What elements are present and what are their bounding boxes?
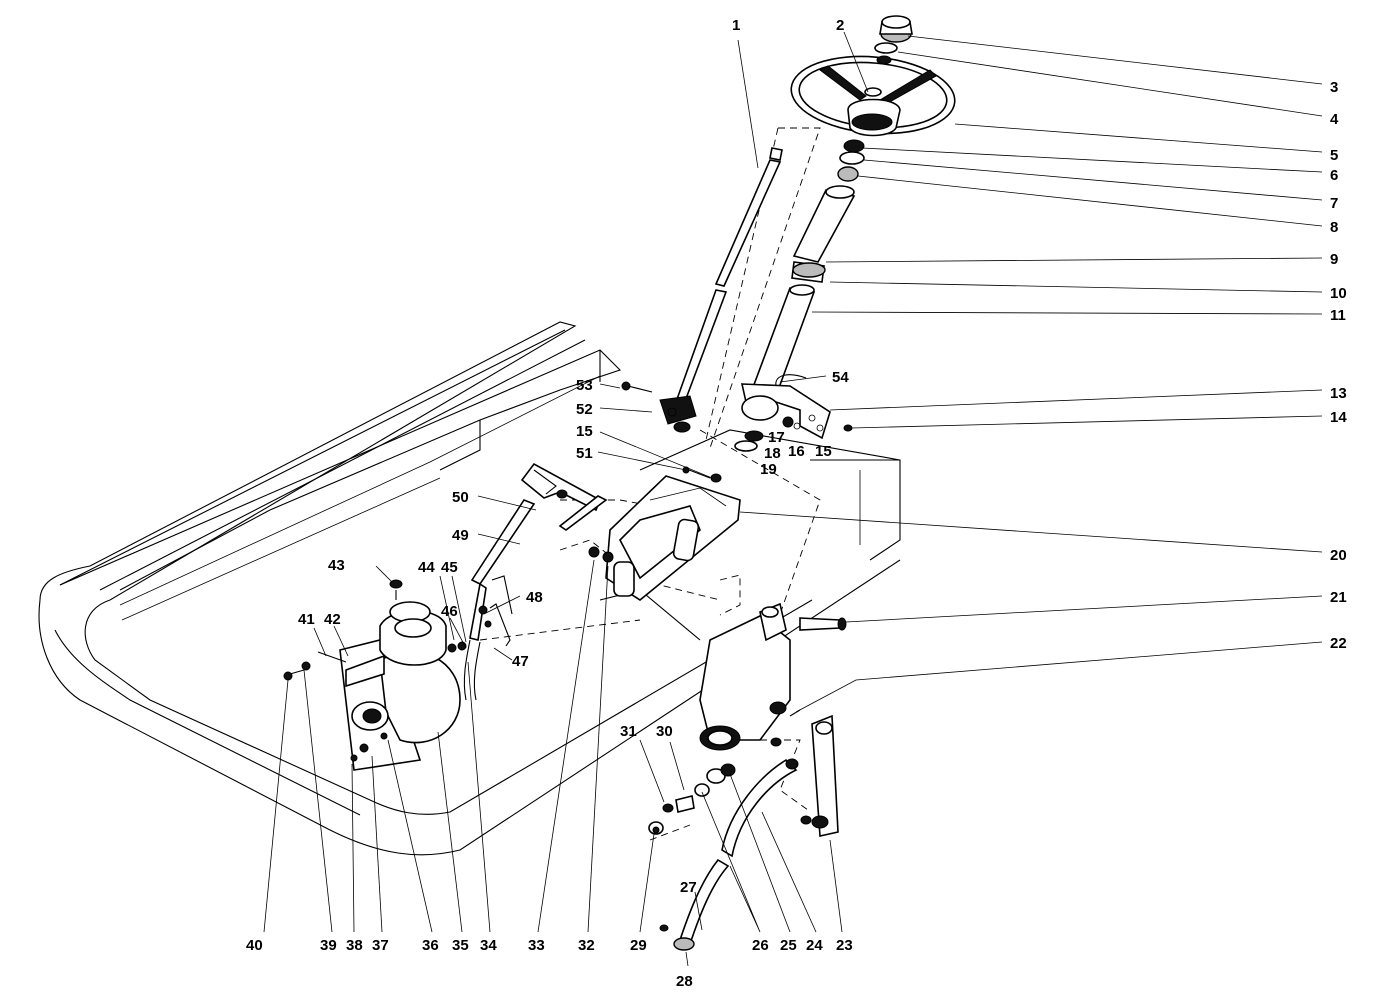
bearing-parts	[837, 139, 865, 182]
pitman-arm	[811, 714, 839, 837]
callout-25: 25	[780, 937, 797, 954]
callout-49: 49	[452, 527, 469, 544]
callout-43: 43	[328, 557, 345, 574]
callout-42: 42	[324, 611, 341, 628]
callout-3: 3	[1330, 79, 1338, 96]
callout-29: 29	[630, 937, 647, 954]
steering-shaft	[659, 147, 783, 433]
callout-7: 7	[1330, 195, 1338, 212]
callout-50: 50	[452, 489, 469, 506]
callout-35: 35	[452, 937, 469, 954]
callout-26: 26	[752, 937, 769, 954]
callout-21: 21	[1330, 589, 1347, 606]
callout-2: 2	[836, 17, 844, 34]
callout-40: 40	[246, 937, 263, 954]
callout-46: 46	[441, 603, 458, 620]
power-steering-pump	[283, 579, 467, 771]
callout-39: 39	[320, 937, 337, 954]
pedal-bracket	[588, 466, 741, 601]
pressure-hose	[648, 737, 812, 951]
callout-24: 24	[806, 937, 823, 954]
callout-47: 47	[512, 653, 529, 670]
callout-18: 18	[764, 445, 781, 462]
callout-36: 36	[422, 937, 439, 954]
callout-52: 52	[576, 401, 593, 418]
callout-4: 4	[1330, 111, 1339, 128]
callout-8: 8	[1330, 219, 1338, 236]
column-upper-tube	[750, 185, 856, 397]
callout-14: 14	[1330, 409, 1347, 426]
callout-38: 38	[346, 937, 363, 954]
callout-15a: 15	[815, 443, 832, 460]
callout-31: 31	[620, 723, 637, 740]
callout-23: 23	[836, 937, 853, 954]
nut-4	[876, 55, 892, 65]
steering-wheel	[790, 55, 956, 137]
horn-cap	[879, 15, 913, 43]
callout-labels: 1 2 3 4 5 6 7 8 9 10 11 13 14 15 16 17 1…	[246, 17, 1347, 990]
callout-11: 11	[1330, 307, 1346, 324]
callout-9: 9	[1330, 251, 1338, 268]
callout-13: 13	[1330, 385, 1347, 402]
callout-15b: 15	[576, 423, 593, 440]
leader-lines	[263, 31, 1323, 967]
callout-17: 17	[768, 429, 785, 446]
callout-27: 27	[680, 879, 697, 896]
callout-53: 53	[576, 377, 593, 394]
bolt-53	[621, 381, 653, 393]
callout-34: 34	[480, 937, 497, 954]
washer-4	[874, 42, 898, 54]
steering-gear-box	[699, 602, 847, 751]
callout-1: 1	[732, 17, 740, 34]
callout-54: 54	[832, 369, 849, 386]
callout-37: 37	[372, 937, 389, 954]
callout-20: 20	[1330, 547, 1347, 564]
callout-5: 5	[1330, 147, 1338, 164]
column-bracket	[734, 374, 853, 452]
callout-22: 22	[1330, 635, 1347, 652]
callout-41: 41	[298, 611, 315, 628]
callout-16: 16	[788, 443, 805, 460]
callout-45: 45	[441, 559, 458, 576]
callout-48: 48	[526, 589, 543, 606]
callout-33: 33	[528, 937, 545, 954]
callout-19: 19	[760, 461, 777, 478]
callout-28: 28	[676, 973, 693, 990]
callout-6: 6	[1330, 167, 1338, 184]
callout-10: 10	[1330, 285, 1347, 302]
pedal-linkage	[463, 462, 608, 701]
callout-30: 30	[656, 723, 673, 740]
callout-44: 44	[418, 559, 435, 576]
callout-51: 51	[576, 445, 593, 462]
callout-32: 32	[578, 937, 595, 954]
